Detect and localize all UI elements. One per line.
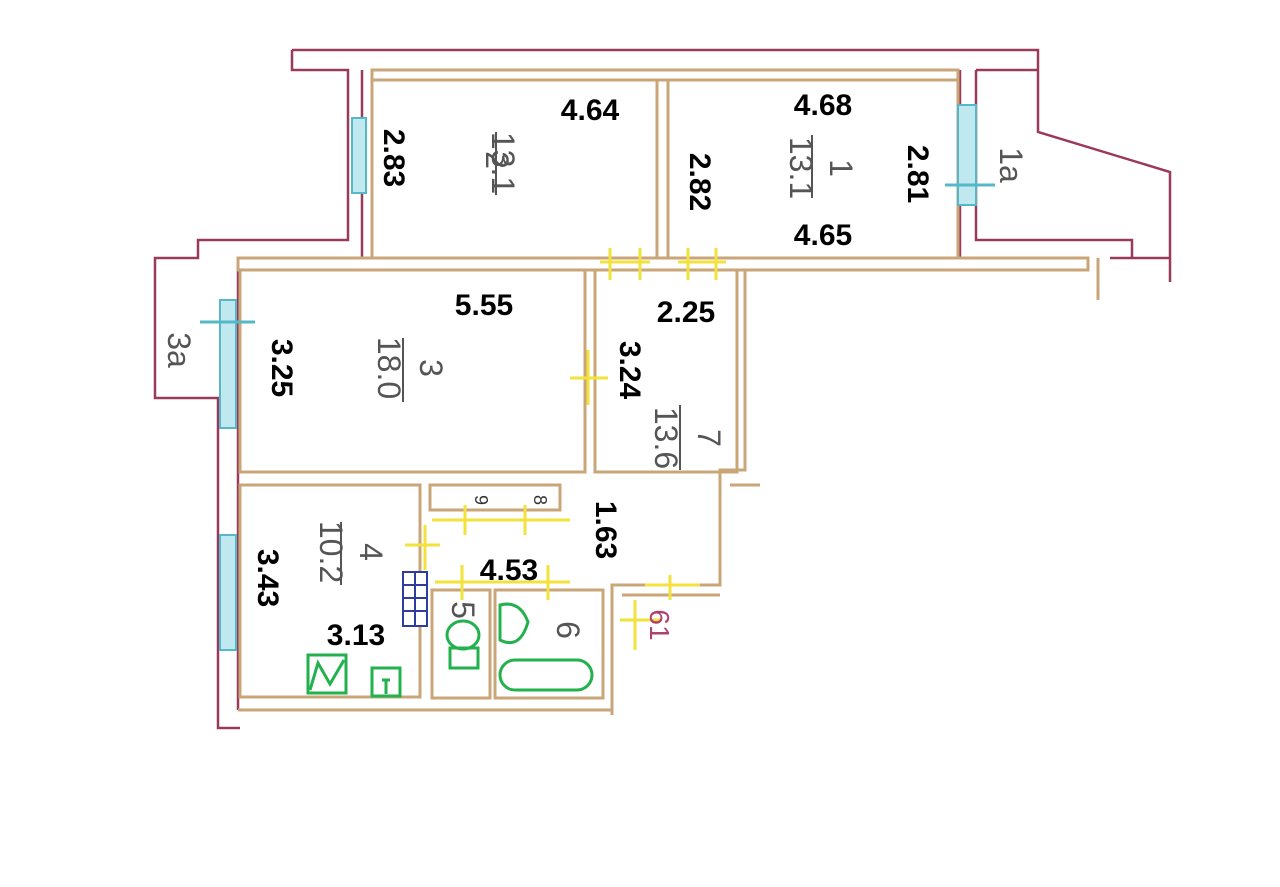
room-3-width: 5.55: [455, 289, 513, 322]
room-6-number: 6: [550, 621, 586, 639]
room-8-number: 8: [530, 495, 550, 505]
room-2-height: 2.83: [377, 129, 410, 187]
room-1-height-left: 2.82: [683, 153, 716, 211]
room-7-height: 3.24: [613, 341, 646, 400]
fraction-bars: [340, 132, 813, 585]
window-room-1: [957, 104, 977, 206]
room-5-number: 5: [445, 601, 481, 619]
room-3-height: 3.25: [265, 339, 298, 397]
room-4-height: 3.43: [251, 549, 284, 607]
room-2-area: 13.1: [485, 132, 521, 194]
room-4-number: 4: [353, 543, 389, 561]
room-9-number: 9: [471, 495, 491, 505]
doors: [405, 248, 726, 650]
window-room-3: [219, 299, 237, 429]
room-7-area: 13.6: [648, 407, 684, 469]
room-7-width: 2.25: [657, 296, 715, 329]
room-1-height-right: 2.81: [901, 145, 934, 203]
room-1-width-top: 4.68: [794, 89, 852, 122]
window-room-2: [351, 117, 367, 194]
room-1-width-bottom: 4.65: [794, 219, 852, 252]
neighbor-label: 61: [644, 609, 675, 640]
stove-icon: [306, 653, 348, 695]
room-3-area: 18.0: [371, 337, 407, 399]
radiator: [402, 571, 428, 627]
fixtures: [306, 602, 594, 698]
bathtub-icon: [498, 658, 594, 692]
room-7-extra-width: 4.53: [480, 554, 538, 587]
room-3-number: 3: [413, 359, 449, 377]
room-2-width: 4.64: [561, 94, 620, 127]
room-1-area: 13.1: [783, 137, 819, 199]
window-room-4: [219, 534, 237, 651]
washbasin-icon: [498, 602, 530, 645]
toilet-icon: [445, 619, 481, 651]
room-4-area: 10.2: [313, 521, 349, 583]
balcony-1a-label: 1а: [993, 147, 1029, 183]
windows: [200, 104, 995, 651]
kitchen-sink-icon: [370, 666, 402, 698]
balcony-3a-label: 3а: [161, 332, 197, 368]
room-7-number: 7: [691, 429, 727, 447]
room-1-number: 1: [823, 159, 859, 177]
room-4-width: 3.13: [327, 619, 385, 652]
room-7-extra-height: 1.63: [589, 501, 622, 559]
